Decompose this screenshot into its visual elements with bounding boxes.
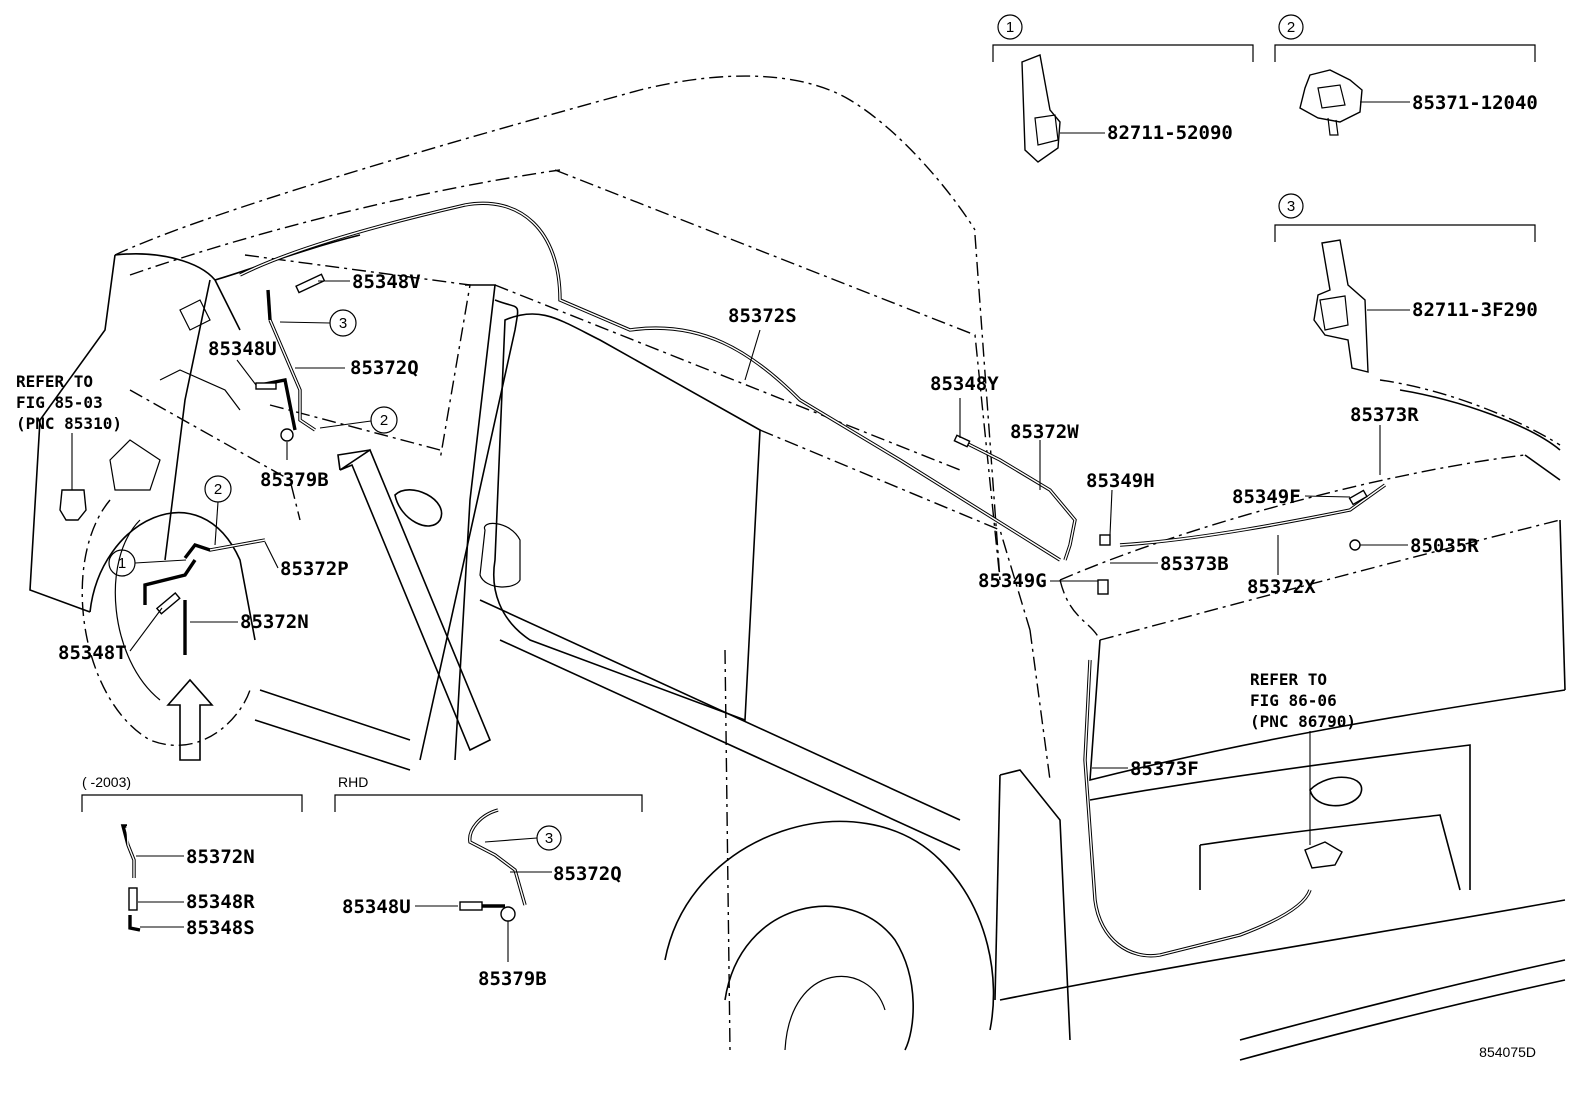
label-85372S: 85372S [728, 305, 797, 327]
inset-2-callout: 2 [1287, 19, 1295, 36]
washer-hoses [59, 201, 1386, 958]
vehicle-body-outline [29, 75, 1566, 1061]
label-85373F: 85373F [1130, 758, 1199, 780]
inset-rhd-part-0: 85372Q [553, 863, 622, 885]
callout-2-upper: 2 [380, 412, 388, 429]
ref-front-line2: FIG 85-03 [16, 393, 103, 412]
callout-3-main: 3 [339, 315, 347, 332]
inset-rhd-callout-3: 3 [545, 830, 553, 847]
inset-3-callout: 3 [1287, 198, 1295, 215]
label-85348T: 85348T [58, 642, 127, 664]
inset-2003-part-1: 85348R [186, 891, 255, 913]
inset-rhd-part-2: 85379B [478, 968, 547, 990]
label-85348U: 85348U [208, 338, 277, 360]
main-callouts: 3 2 2 1 [108, 309, 398, 577]
label-85349F: 85349F [1232, 486, 1301, 508]
inset-2003: ( -2003) 85372N 85348R 85348S [81, 774, 303, 939]
ref-front-line3: (PNC 85310) [16, 414, 122, 433]
label-85373R: 85373R [1350, 404, 1419, 426]
label-85372N: 85372N [240, 611, 309, 633]
inset-1-callout: 1 [1006, 19, 1014, 36]
inset-2: 2 85371-12040 [1274, 14, 1538, 136]
ref-rear-line1: REFER TO [1250, 670, 1327, 689]
inset-2003-part-0: 85372N [186, 846, 255, 868]
label-85349H: 85349H [1086, 470, 1155, 492]
inset-1: 1 82711-52090 [992, 14, 1254, 163]
callout-1-main: 1 [118, 555, 126, 572]
ref-rear-line3: (PNC 86790) [1250, 712, 1356, 731]
label-85379B: 85379B [260, 469, 329, 491]
label-85372X: 85372X [1247, 576, 1316, 598]
label-85372P: 85372P [280, 558, 349, 580]
inset-3-part: 82711-3F290 [1412, 299, 1538, 321]
callout-2-lower: 2 [214, 481, 222, 498]
label-85349G: 85349G [978, 570, 1047, 592]
inset-rhd: RHD 3 85372Q 85348U 85379B [334, 774, 643, 990]
label-85373B: 85373B [1160, 553, 1229, 575]
label-85372W: 85372W [1010, 421, 1079, 443]
figure-id: 854075D [1479, 1044, 1536, 1060]
callout-circle-2-upper [370, 406, 398, 434]
inset-1-part: 82711-52090 [1107, 122, 1233, 144]
inset-rhd-header: RHD [338, 774, 368, 790]
label-85348Y: 85348Y [930, 373, 999, 395]
part-labels: 85348V 85372S 85348U 85372Q 85379B 85372… [58, 271, 1479, 780]
inset-rhd-part-1: 85348U [342, 896, 411, 918]
inset-3: 3 82711-3F290 [1274, 193, 1538, 373]
ref-rear-line2: FIG 86-06 [1250, 691, 1337, 710]
label-85348V: 85348V [352, 271, 421, 293]
label-85372Q: 85372Q [350, 357, 419, 379]
reference-notes: REFER TO FIG 85-03 (PNC 85310) REFER TO … [16, 372, 1356, 845]
label-85035R: 85035R [1410, 535, 1479, 557]
inset-2003-header: ( -2003) [82, 774, 131, 790]
ref-front-line1: REFER TO [16, 372, 93, 391]
inset-2-part: 85371-12040 [1412, 92, 1538, 114]
inset-2003-part-2: 85348S [186, 917, 255, 939]
